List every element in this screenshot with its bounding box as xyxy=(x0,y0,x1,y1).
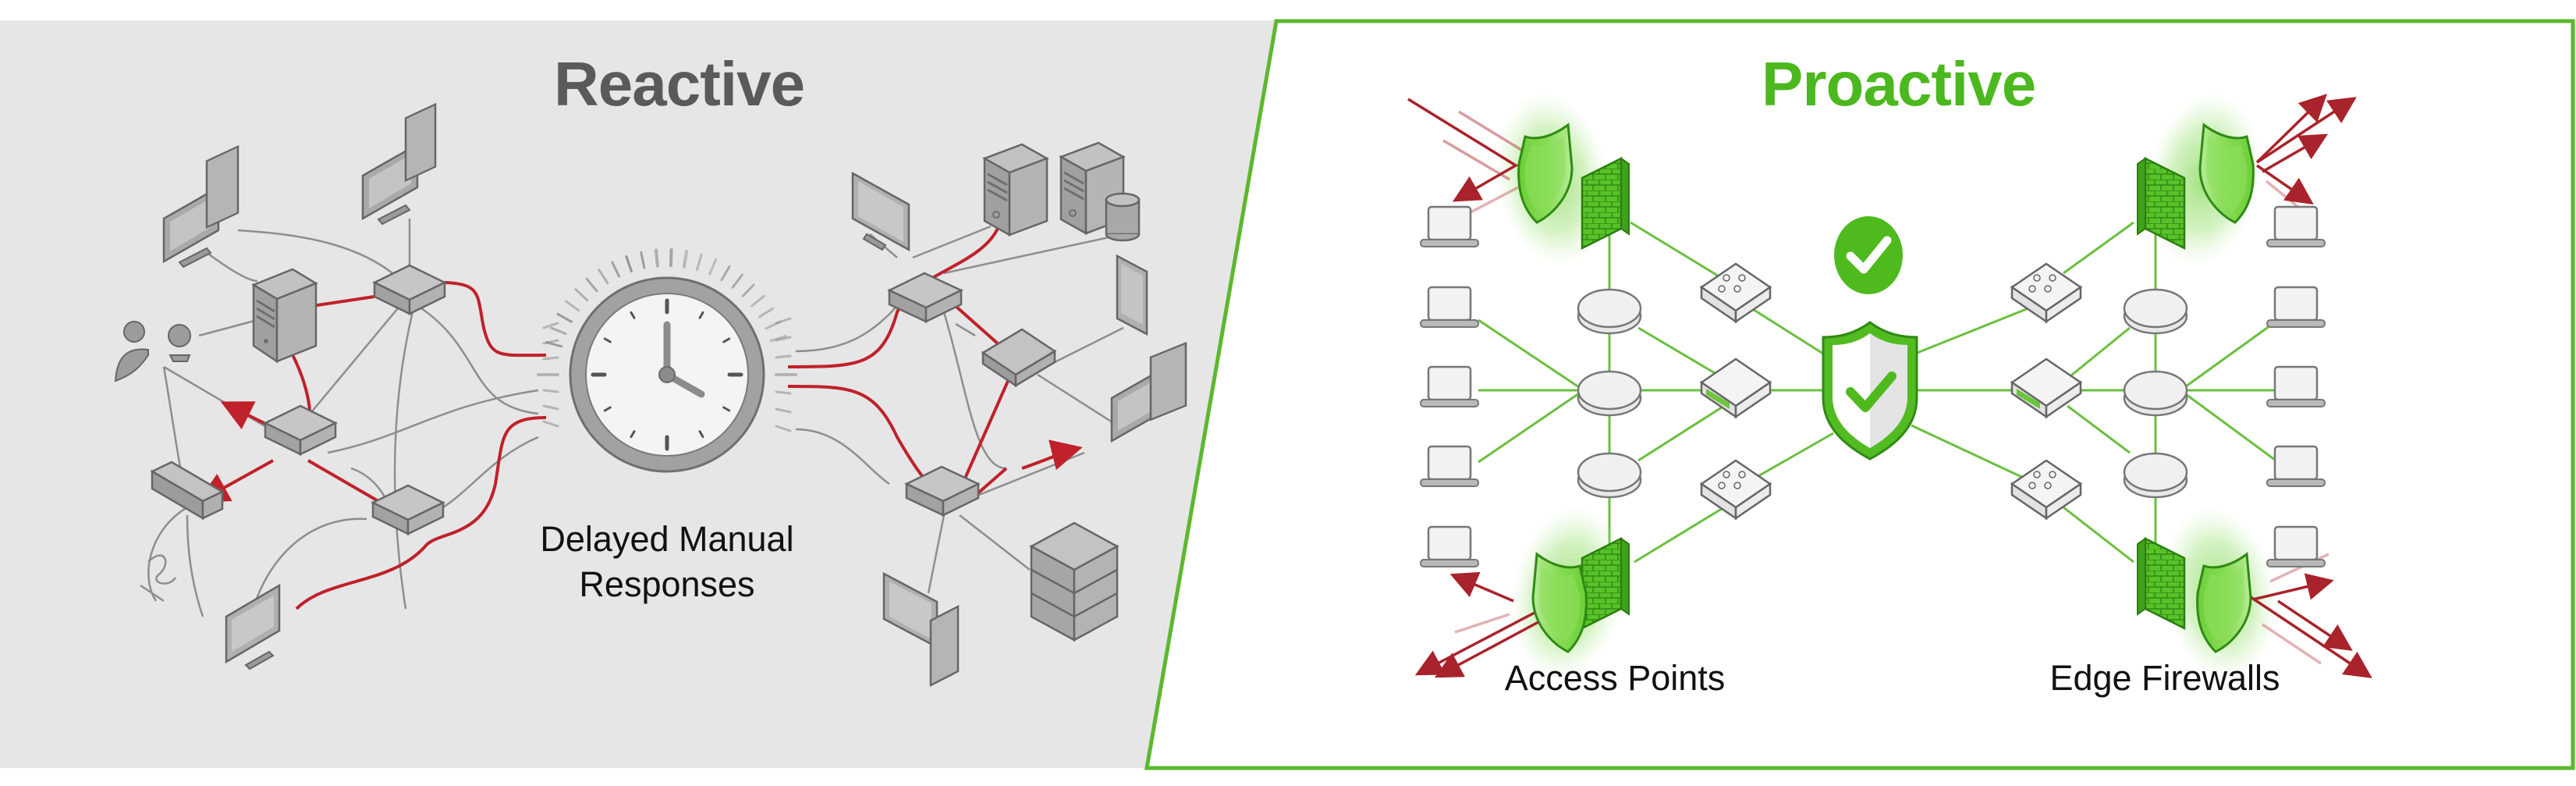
server-tower-icon xyxy=(985,144,1047,235)
access-point-icon xyxy=(2124,290,2187,333)
reactive-title: Reactive xyxy=(554,53,804,116)
access-point-icon xyxy=(2124,453,2187,497)
laptop-icon xyxy=(2267,207,2325,247)
laptop-icon xyxy=(2267,287,2325,327)
laptop-icon xyxy=(2267,446,2325,486)
clock-tick xyxy=(776,392,790,393)
access-point-icon xyxy=(1578,453,1641,497)
database-icon xyxy=(1106,194,1139,240)
access-point-icon xyxy=(1578,290,1641,333)
clock-tick xyxy=(776,356,790,357)
check-circle-icon xyxy=(1834,216,1903,294)
clock-tick xyxy=(656,251,658,266)
laptop-icon xyxy=(2267,367,2325,407)
clock-tick xyxy=(544,357,558,359)
access-point-icon xyxy=(2124,372,2187,415)
laptop-icon xyxy=(1421,527,1478,567)
laptop-icon xyxy=(1421,446,1478,486)
access-points-label: Access Points xyxy=(1478,656,1751,701)
laptop-icon xyxy=(1421,367,1478,407)
laptop-icon xyxy=(2267,527,2325,567)
proactive-title: Proactive xyxy=(1762,53,2035,116)
storage-array-icon xyxy=(1031,523,1117,640)
laptop-icon xyxy=(1421,207,1478,247)
server-tower-icon xyxy=(254,269,316,361)
laptop-icon xyxy=(1421,287,1478,327)
clock-tick xyxy=(544,390,558,392)
access-point-icon xyxy=(1578,372,1641,415)
clock-tick xyxy=(671,250,672,265)
reactive-caption-line1: Delayed Manual xyxy=(499,517,835,562)
reactive-caption-line2: Responses xyxy=(499,562,835,607)
edge-firewalls-label: Edge Firewalls xyxy=(2028,656,2301,701)
reactive-caption: Delayed Manual Responses xyxy=(499,517,835,607)
